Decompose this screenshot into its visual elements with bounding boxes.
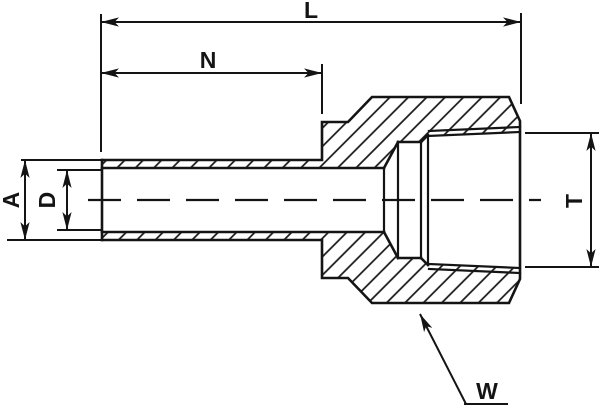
tube-wall-bottom-hatch (102, 232, 322, 240)
wrench-flat-label: W (476, 378, 498, 404)
outer-profile (100, 95, 522, 305)
stem-length-label: N (200, 47, 217, 73)
dimension-T (525, 132, 599, 268)
stem-outer-diameter-label: A (0, 192, 24, 209)
internal-cone-top (382, 140, 400, 170)
dimension-L (100, 13, 522, 152)
leader-W (419, 313, 508, 405)
overall-length-label: L (304, 0, 318, 23)
thread-minor-top (426, 130, 522, 138)
body-upper-hatch (322, 97, 520, 168)
dimension-A (7, 159, 101, 241)
internal-cone-bottom (382, 230, 400, 260)
leader-line-W (419, 313, 467, 405)
dimension-D (57, 169, 101, 231)
tube-wall-top-hatch (102, 160, 322, 168)
thread-chamfer-bottom (419, 256, 430, 267)
part-outline (100, 95, 522, 305)
section-hatching (102, 97, 520, 303)
bore-diameter-label: D (34, 192, 60, 209)
thread-diameter-label: T (561, 194, 587, 208)
thread-major-top (427, 125, 522, 133)
thread-chamfer-top (419, 133, 430, 144)
thread-major-bottom (427, 267, 522, 275)
body-lower-hatch (322, 232, 520, 303)
dimension-N (101, 64, 323, 114)
thread-minor-bottom (426, 262, 522, 270)
